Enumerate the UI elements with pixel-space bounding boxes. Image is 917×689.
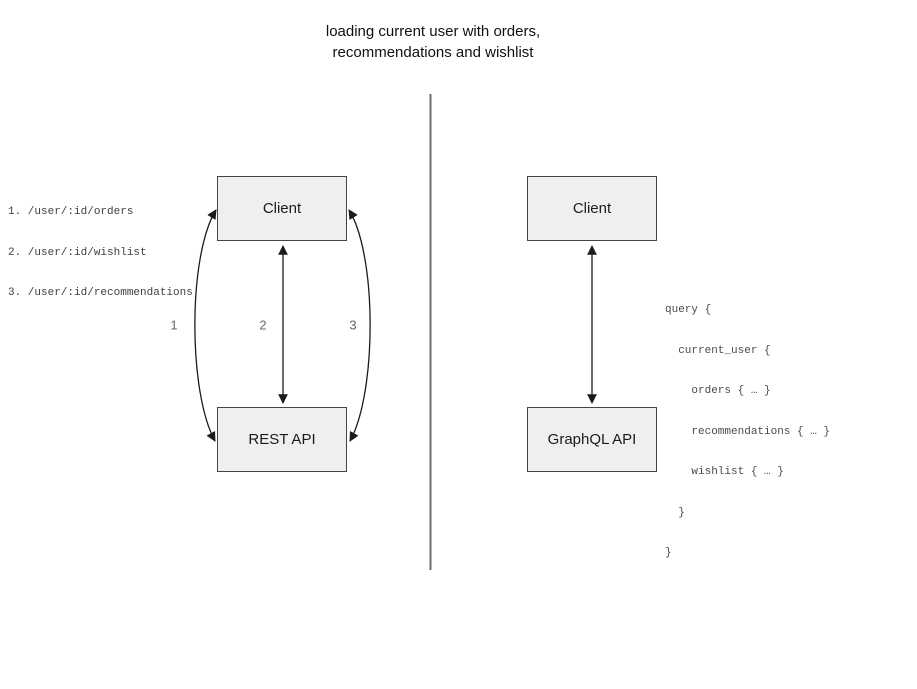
arrow-label-1: 1 <box>170 317 178 333</box>
client-box-left: Client <box>217 176 347 241</box>
rest-arrow-3 <box>348 209 371 442</box>
code-line: wishlist { … } <box>665 466 784 478</box>
arrow-label-2: 2 <box>259 317 267 333</box>
box-label: Client <box>262 200 302 217</box>
code-line: recommendations { … } <box>665 425 831 438</box>
rest-arrow-1 <box>194 209 217 442</box>
graphql-api-box: GraphQL API <box>527 407 657 472</box>
endpoint-list: 1. /user/:id/orders 2. /user/:id/wishlis… <box>8 179 193 328</box>
client-box-right: Client <box>527 176 657 241</box>
endpoint-item: 3. /user/:id/recommendations <box>8 287 193 299</box>
title-line-1: loading current user with orders, <box>325 23 541 40</box>
title-line-2: recommendations and wishlist <box>332 44 534 61</box>
endpoint-item: 1. /user/:id/orders <box>8 206 134 218</box>
code-line: query { <box>665 304 712 316</box>
code-line: current_user { <box>665 344 771 357</box>
box-label: GraphQL API <box>547 431 637 448</box>
rest-api-box: REST API <box>217 407 347 472</box>
code-line: orders { … } <box>665 385 771 397</box>
code-line: } <box>665 547 672 559</box>
graphql-query: query { current_user { orders { … } reco… <box>665 277 830 588</box>
endpoint-item: 2. /user/:id/wishlist <box>8 246 147 259</box>
page-title: loading current user with orders, recomm… <box>213 21 653 63</box>
code-line: } <box>665 506 685 519</box>
box-label: Client <box>572 200 612 217</box>
box-label: REST API <box>248 431 316 448</box>
arrow-label-3: 3 <box>349 317 357 333</box>
